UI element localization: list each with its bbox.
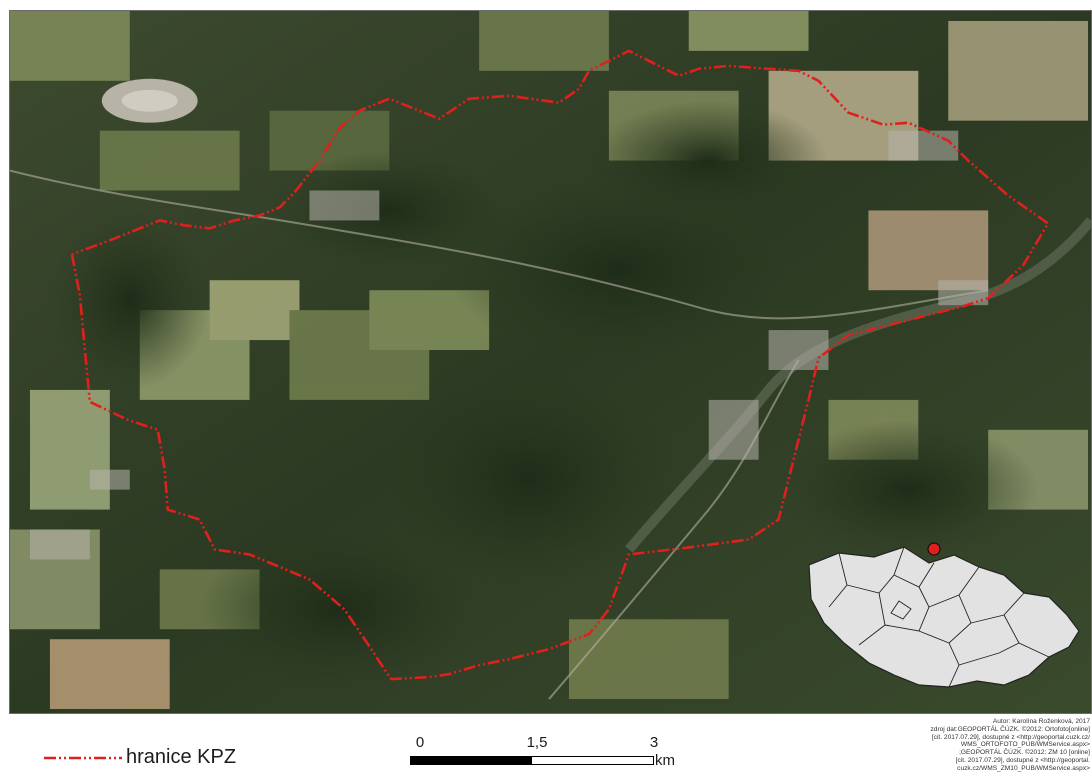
credits-line: zdroj dat:GEOPORTÁL ČÚZK. ©2012: Ortofot… (930, 725, 1090, 733)
map-frame[interactable] (9, 10, 1092, 714)
credits-line: ;GEOPORTÁL ČÚZK. ©2012: ZM 10 [online] (959, 749, 1090, 757)
scale-unit: km (655, 752, 675, 769)
czech-outline (808, 546, 1080, 688)
credits-line: cuzk.cz/WMS_ZM10_PUB/WMService.aspx> (957, 764, 1090, 772)
credits-line: [cit. 2017.07.29], dostupné z <http://ge… (931, 733, 1090, 741)
settlements (29, 130, 989, 560)
credits-line: Autor: Karolína Roženková, 2017 (992, 718, 1090, 725)
scale-bar: 0 1,5 3 km (410, 734, 710, 774)
legend-label: hranice KPZ (126, 746, 237, 768)
legend: hranice KPZ (44, 746, 344, 776)
kpz-boundary (70, 49, 1050, 681)
scale-segment-dark (411, 757, 532, 764)
forest-areas (49, 100, 1039, 690)
location-marker (927, 542, 941, 556)
scale-bar-segments (410, 756, 654, 765)
credits-line: WMS_ORTOFOTO_PUB/WMService.aspx> (960, 741, 1090, 749)
scale-tick-2: 3 (649, 734, 659, 751)
field-patches (10, 11, 1089, 710)
legend-boundary-symbol (44, 756, 122, 760)
scale-segment-light (532, 757, 653, 764)
scale-tick-1: 1,5 (526, 734, 548, 751)
source-credits: Autor: Karolína Roženková, 2017 zdroj da… (890, 718, 1090, 782)
scale-tick-0: 0 (415, 734, 425, 751)
river-valley (625, 217, 1091, 553)
czech-republic-locator-map (808, 542, 1080, 688)
region-borders (828, 546, 1050, 688)
aerial-orthophoto (10, 11, 1091, 713)
credits-line: [cit. 2017.07.29], dostupné z <http://ge… (955, 756, 1090, 764)
